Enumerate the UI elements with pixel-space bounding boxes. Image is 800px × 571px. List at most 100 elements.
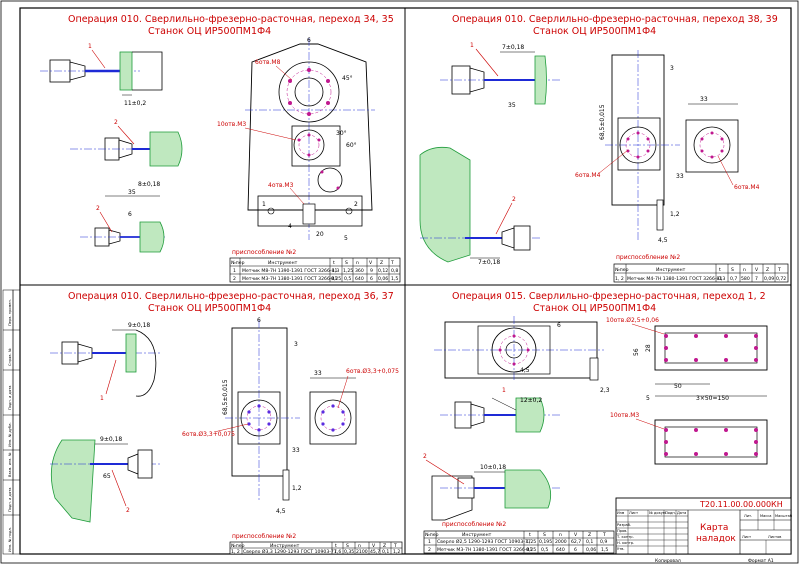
dim-label: 35: [128, 189, 136, 196]
part-view-top: 6 4,5 2,3: [434, 316, 610, 394]
table-cell: 6: [370, 276, 373, 282]
panel-op015-1-2: Операция 015. Сверлильно-фрезерно-расточ…: [423, 291, 768, 554]
title-cell: Н. контр.: [617, 541, 634, 545]
table-header: n: [358, 544, 361, 549]
table-header: T: [777, 267, 781, 273]
strip-text: Взам. инв. №: [8, 452, 12, 477]
dim-label: 10отв.М3: [610, 412, 639, 419]
dim-label: 30°: [336, 130, 347, 137]
title-cell: Лист: [629, 511, 638, 515]
fixture-label: приспособление №2: [232, 533, 296, 540]
table-header: №пер: [425, 532, 439, 538]
table-cell: 0,25: [526, 547, 536, 553]
table-cell: Метчик М4-7Н 1380-1391 ГОСТ 3266-81: [627, 276, 722, 282]
document-name: наладок: [696, 534, 736, 544]
dim-label: 7±0,18: [502, 44, 524, 51]
table-cell: 2: [428, 547, 431, 553]
part-view: 3 68,5±0,015 33 6отв.М4 6отв.М4 33 1,2 4…: [575, 50, 760, 244]
strip-text: Инв. № подл.: [8, 527, 12, 552]
table-cell: 0,72: [776, 276, 786, 282]
dim-label: 33: [700, 96, 708, 103]
dim-label: 33: [292, 447, 300, 454]
title-cell: Листов: [768, 535, 781, 539]
title-cell: Изм: [617, 511, 625, 515]
table-cell: Метчик М3-7Н 1380-1391 ГОСТ 3266-81: [437, 547, 532, 553]
dim-label: 2: [354, 201, 358, 208]
table-header: S: [543, 532, 546, 538]
callout-2: 2: [114, 119, 118, 126]
table-header: V: [574, 532, 578, 538]
callout-2: 2: [512, 196, 516, 203]
tool-detail-1: 7±0,18 35 1: [440, 42, 560, 109]
table-header: T: [390, 260, 394, 266]
table-header: V: [755, 267, 759, 273]
tool-detail-1: 9±0,18 1: [50, 322, 160, 402]
title-cell: Пров.: [617, 529, 627, 533]
table-header: Z: [383, 543, 386, 549]
dim-label: 9±0,18: [128, 322, 150, 329]
dim-label: 50: [674, 383, 682, 390]
dim-label: 7±0,18: [478, 259, 500, 266]
part-view-plan: 10отв.Ø2,5+0,06 56 28 50 5 3×50=150 10от…: [606, 317, 768, 465]
table-cell: 0,12: [378, 268, 388, 274]
strip-text: Справ. №: [8, 348, 12, 366]
callout-2: 2: [423, 453, 427, 460]
table-header: S: [731, 267, 734, 273]
document-code: Т20.11.00.00.000КН: [699, 500, 783, 509]
dim-label: 45°: [342, 75, 353, 82]
dim-label: 4: [288, 223, 292, 230]
table-header: V: [372, 543, 376, 549]
panel-title: Операция 010. Сверлильно-фрезерно-расточ…: [68, 291, 394, 302]
table-cell: 1,5: [391, 276, 398, 282]
strip-text: Перв. примен.: [8, 299, 12, 326]
dim-label: 56: [633, 348, 640, 356]
table-cell: 0,06: [378, 276, 388, 282]
table-cell: 0,1: [382, 549, 389, 555]
title-cell: Подп.: [665, 511, 676, 515]
dim-label: 9±0,18: [100, 436, 122, 443]
table-header: t: [333, 260, 335, 266]
table-cell: 640: [355, 276, 364, 282]
title-cell: № докум.: [649, 511, 667, 515]
tool-detail-3: 6 2: [80, 205, 165, 253]
table-header: n: [743, 268, 746, 273]
tool-detail-2: 10±0,18 2: [423, 453, 560, 521]
table-cell: 360: [355, 268, 364, 274]
table-cell: 1: [233, 268, 236, 274]
tool-detail-1: 12±0,2 1: [440, 387, 560, 433]
dim-label: 65: [103, 473, 111, 480]
title-block: Т20.11.00.00.000КН Карта наладок Изм Лис…: [615, 497, 793, 555]
footer-format: Формат А1: [748, 558, 774, 564]
panel-subtitle: Станок ОЦ ИР500ПМ1Ф4: [533, 303, 656, 314]
callout-1: 1: [88, 43, 92, 50]
table-cell: 0,35: [344, 549, 354, 555]
title-cell: Лист: [742, 535, 751, 539]
tool-table: №пер Инструмент t S n V Z T 1 Метчик М8-…: [229, 257, 401, 283]
title-cell: Утв.: [617, 547, 625, 551]
callout-1: 1: [470, 42, 474, 49]
dim-label: 5: [344, 235, 348, 242]
table-header: №пер: [231, 260, 245, 266]
dim-label: 11±0,2: [124, 100, 146, 107]
table-cell: 640: [556, 547, 565, 553]
table-cell: 0,9: [600, 539, 607, 545]
table-cell: 1,25: [526, 539, 536, 545]
table-cell: 1: [428, 539, 431, 545]
left-strip: Перв. примен. Справ. № Подп. и дата Инв.…: [2, 289, 21, 555]
table-cell: 0,06: [586, 547, 596, 553]
table-header: t: [335, 543, 337, 549]
table-header: Z: [380, 260, 383, 266]
dim-label: 12±0,2: [520, 397, 542, 404]
dim-label: 6: [128, 211, 132, 218]
dim-label: 3: [670, 65, 674, 72]
title-cell: Дата: [677, 511, 686, 515]
table-header: n: [356, 261, 359, 266]
panel-subtitle: Станок ОЦ ИР500ПМ1Ф4: [533, 26, 656, 37]
table-cell: 1,2: [393, 549, 400, 555]
dim-label: 3×50=150: [696, 395, 729, 402]
table-cell: Метчик М3-7Н 1380-1391 ГОСТ 3266-81: [242, 276, 337, 282]
tool-table: №пер Инструмент t S n V Z T 1 Сверло Ø2,…: [423, 530, 615, 554]
